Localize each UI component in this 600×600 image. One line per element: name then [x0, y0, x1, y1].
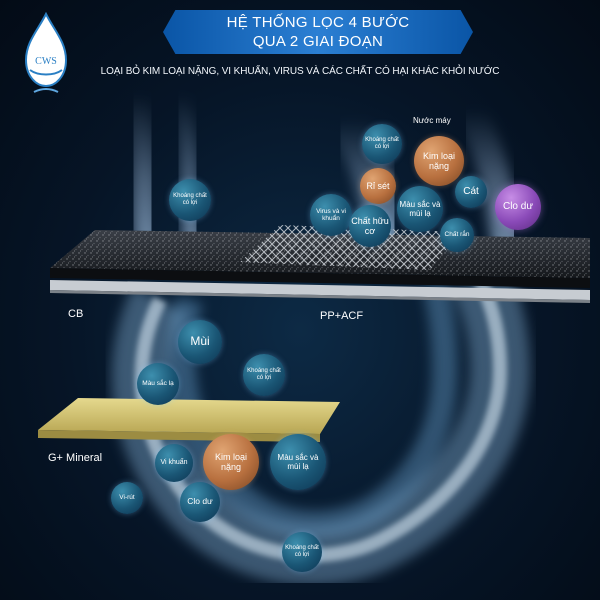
source-label: Nước máy: [413, 116, 451, 125]
bubble-clo-du-top: Clo dư: [495, 184, 541, 230]
bubble-cat: Cát: [455, 176, 487, 208]
bubble-kim-loai-bottom: Kim loại nặng: [203, 434, 259, 490]
bubble-chat-ran: Chất rắn: [440, 218, 474, 252]
bubble-khoang-chat-bottom: Khoáng chất có lợi: [282, 532, 322, 572]
layer-label-g-mineral: G+ Mineral: [48, 452, 103, 464]
layer-label-pp-acf: PP+ACF: [320, 310, 364, 322]
title-banner: HỆ THỐNG LỌC 4 BƯỚC QUA 2 GIAI ĐOẠN: [163, 10, 473, 54]
bubble-ri-set: Rỉ sét: [360, 168, 396, 204]
bubble-mau-sac-bottom: Màu sắc và mùi lạ: [270, 434, 326, 490]
bubble-kim-loai-top: Kim loại nặng: [414, 136, 464, 186]
bubble-mau-sac-top: Màu sắc và mùi lạ: [397, 186, 443, 232]
bubble-mui: Mùi: [178, 320, 222, 364]
bubble-khoang-chat-top: Khoáng chất có lợi: [362, 124, 402, 164]
bubble-virus: Virus và vi khuẩn: [310, 194, 352, 236]
bubble-chat-huu-co: Chất hữu cơ: [349, 205, 391, 247]
g-mineral-layer: [38, 398, 340, 442]
cws-logo: CWS: [20, 11, 72, 96]
subtitle: LOẠI BỎ KIM LOẠI NẶNG, VI KHUẨN, VIRUS V…: [100, 66, 500, 77]
title-line-1: HỆ THỐNG LỌC 4 BƯỚC: [226, 14, 410, 31]
bubble-khoang-chat-left: Khoáng chất có lợi: [169, 179, 211, 221]
title-line-2: QUA 2 GIAI ĐOẠN: [252, 33, 384, 50]
logo-text: CWS: [35, 56, 57, 67]
bubble-mau-sac-left: Màu sắc lạ: [137, 363, 179, 405]
bubble-clo-du-bottom: Clo dư: [180, 482, 220, 522]
cb-pp-acf-layer: [50, 225, 590, 303]
water-drop-icon: [24, 11, 68, 93]
bubble-vi-khuan: Vi khuẩn: [155, 444, 193, 482]
layer-label-cb: CB: [68, 308, 84, 320]
bubble-virut: Vi-rút: [111, 482, 143, 514]
bubble-khoang-chat-mid: Khoáng chất có lợi: [243, 354, 285, 396]
